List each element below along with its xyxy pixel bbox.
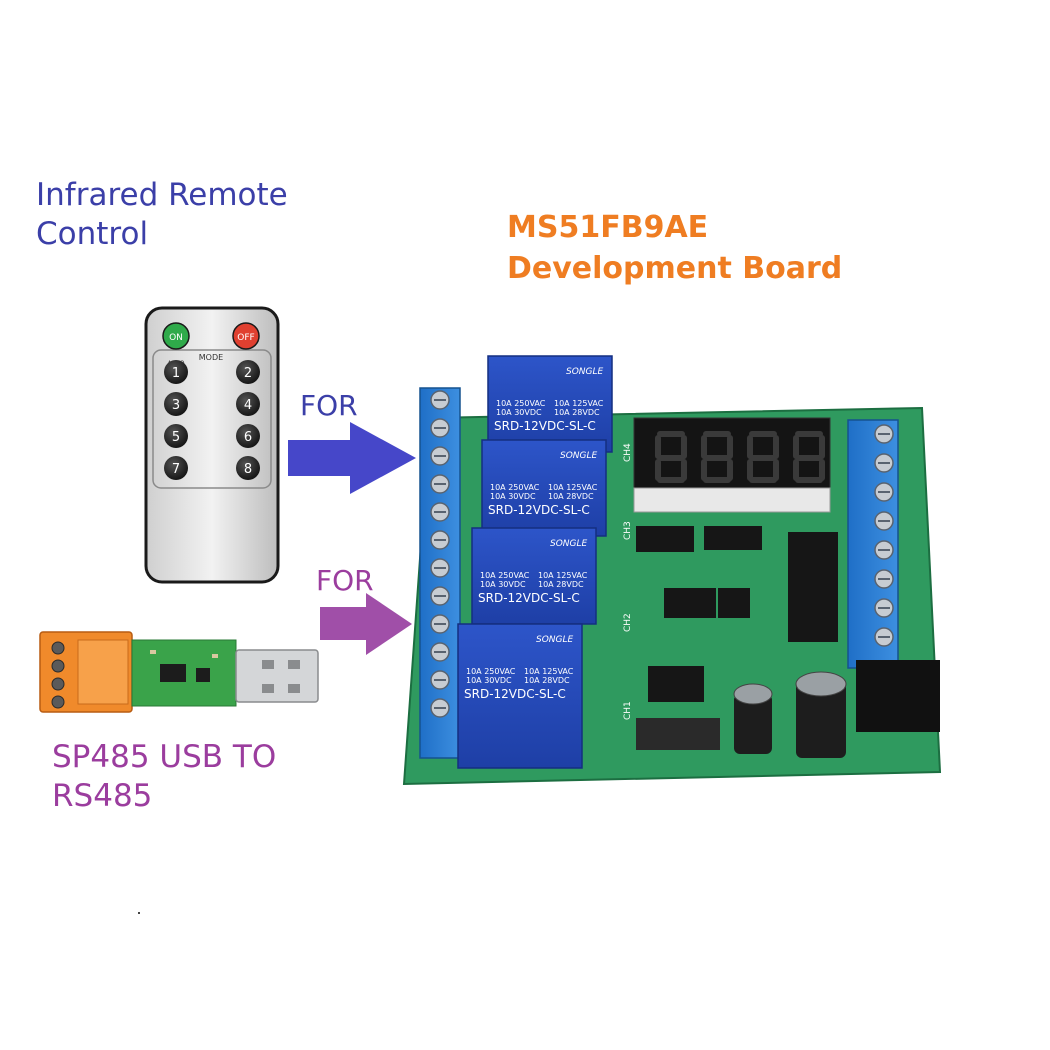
relay-brand: SONGLE xyxy=(560,451,598,461)
relay-rating-left-2: 10A 30VDC xyxy=(480,580,526,589)
board-title-line2: Development Board xyxy=(507,250,843,286)
key-5-button[interactable] xyxy=(164,424,188,448)
relay-rating-left-1: 10A 250VAC xyxy=(496,399,546,408)
ir-remote-title: Infrared Remote Control xyxy=(36,176,288,254)
relay-rating-right-2: 10A 28VDC xyxy=(524,676,570,685)
left-terminal-block xyxy=(419,387,461,759)
key-4-button[interactable] xyxy=(236,392,260,416)
usb-adapter-title-line2: RS485 xyxy=(52,777,153,814)
arrow-top xyxy=(288,422,416,494)
key-7-label: 7 xyxy=(172,462,180,477)
on-button-label: ON xyxy=(169,333,183,343)
relay-rating-left-1: 10A 250VAC xyxy=(466,667,516,676)
relay-rating-right-2: 10A 28VDC xyxy=(554,408,600,417)
key-1-button[interactable] xyxy=(164,360,188,384)
seven-segment-display xyxy=(633,417,831,513)
right-terminal-block xyxy=(847,419,899,669)
channel-label-ch3: CH3 xyxy=(623,521,633,540)
relay-rating-left-1: 10A 250VAC xyxy=(480,571,530,580)
usb-adapter-title-line1: SP485 USB TO xyxy=(52,739,277,775)
key-7-button[interactable] xyxy=(164,456,188,480)
key-3-label: 3 xyxy=(172,398,180,413)
relay-model: SRD-12VDC-SL-C xyxy=(488,503,590,517)
channel-label-ch1: CH1 xyxy=(623,701,633,720)
relay-model: SRD-12VDC-SL-C xyxy=(464,687,566,701)
usb-adapter-title: SP485 USB TO RS485 xyxy=(52,738,276,816)
relay-brand: SONGLE xyxy=(536,635,574,645)
for-label-top: FOR xyxy=(300,389,358,422)
relay-brand: SONGLE xyxy=(550,539,588,549)
relay-rating-right-1: 10A 125VAC xyxy=(524,667,574,676)
key-6-button[interactable] xyxy=(236,424,260,448)
arrow-bottom xyxy=(320,593,412,655)
relay-rating-left-1: 10A 250VAC xyxy=(490,483,540,492)
relay-rating-left-2: 10A 30VDC xyxy=(466,676,512,685)
on-button[interactable] xyxy=(162,322,190,350)
relay-model: SRD-12VDC-SL-C xyxy=(478,591,580,605)
usb-adapter xyxy=(39,631,319,713)
off-button[interactable] xyxy=(232,322,260,350)
channel-label-ch2: CH2 xyxy=(623,613,633,632)
channel-labels: CH4 CH3 CH2 CH1 xyxy=(623,443,633,720)
relay-rating-right-1: 10A 125VAC xyxy=(548,483,598,492)
key-2-button[interactable] xyxy=(236,360,260,384)
key-2-label: 2 xyxy=(244,366,252,381)
board-title: MS51FB9AE Development Board xyxy=(507,208,842,289)
ir-remote-title-line1: Infrared Remote xyxy=(36,177,288,213)
dc-jack xyxy=(856,660,940,732)
key-8-label: 8 xyxy=(244,462,252,477)
key-6-label: 6 xyxy=(244,430,252,445)
board-title-line1: MS51FB9AE xyxy=(507,210,709,245)
relay-rating-left-2: 10A 30VDC xyxy=(490,492,536,501)
off-button-label: OFF xyxy=(237,333,254,343)
key-3-button[interactable] xyxy=(164,392,188,416)
channel-label-ch4: CH4 xyxy=(623,443,633,462)
relay-rating-right-1: 10A 125VAC xyxy=(554,399,604,408)
capacitors xyxy=(733,671,847,758)
relay-brand: SONGLE xyxy=(566,367,604,377)
key-4-label: 4 xyxy=(244,398,252,413)
for-label-bottom: FOR xyxy=(316,564,374,597)
key-5-label: 5 xyxy=(172,430,180,445)
key-8-button[interactable] xyxy=(236,456,260,480)
ic-chips xyxy=(636,526,838,750)
stray-dot xyxy=(138,912,140,914)
relay-rating-left-2: 10A 30VDC xyxy=(496,408,542,417)
relay-rating-right-2: 10A 28VDC xyxy=(548,492,594,501)
ir-remote-title-line2: Control xyxy=(36,215,149,252)
mode-label: MODE xyxy=(199,353,223,362)
key-1-label: 1 xyxy=(172,366,180,381)
relay-model: SRD-12VDC-SL-C xyxy=(494,419,596,433)
relay-rating-right-1: 10A 125VAC xyxy=(538,571,588,580)
relay-rating-right-2: 10A 28VDC xyxy=(538,580,584,589)
